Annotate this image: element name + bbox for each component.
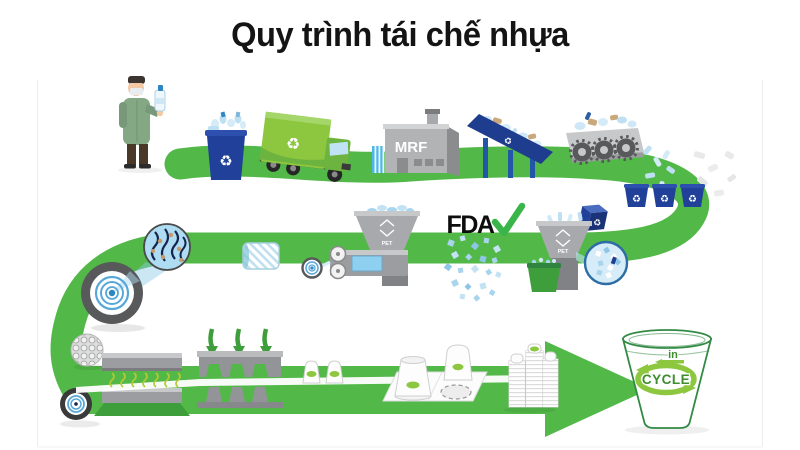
sheet-roll (81, 262, 145, 332)
cutout-hole (440, 384, 472, 400)
shredder-machine: PET (527, 211, 629, 292)
formed-cup (443, 344, 473, 381)
sorting-conveyor (566, 112, 644, 165)
recycle-icon: ♻ (632, 194, 641, 205)
infeed-conveyor: ♻ (467, 114, 553, 178)
finished-cup: in CYCLE (621, 329, 713, 435)
extruder-machine: PET (301, 205, 420, 286)
logo-in-text: in (668, 349, 678, 361)
gear-icon (591, 137, 617, 163)
recycle-icon: ♻ (688, 194, 697, 205)
consumer-figure (118, 76, 166, 173)
fda-label: FDA (447, 211, 495, 239)
recycle-icon: ♻ (219, 153, 232, 170)
bin: ♻ (652, 184, 677, 207)
cup-stack (508, 353, 526, 408)
face-mask (130, 88, 143, 95)
recycle-triangle-icon (555, 229, 571, 247)
inverted-cup (394, 356, 432, 401)
frame-lines (37, 80, 763, 448)
cup-stacks (504, 343, 559, 413)
gear-icon (569, 139, 595, 165)
curbside-bin: ♻ (205, 111, 247, 180)
pet-flakes-scatter (443, 235, 502, 302)
logo-cycle-text: CYCLE (642, 372, 690, 387)
recycle-triangle-icon (379, 219, 395, 237)
formed-cup (302, 360, 321, 384)
pet-label: PET (558, 249, 569, 255)
recycle-icon: ♻ (502, 135, 514, 148)
film-spool-small (301, 257, 323, 279)
bin: ♻ (624, 184, 649, 207)
polymer-magnifier (120, 223, 191, 296)
cup-stack (542, 351, 559, 408)
plastic-scraps (693, 151, 737, 197)
thermoforming-press (197, 328, 283, 377)
fda-logo: FDA (447, 202, 526, 239)
incycle-logo: in CYCLE (635, 348, 697, 396)
extruder-window (351, 255, 383, 272)
sorted-bins: ♻ ♻ ♻ (624, 184, 705, 207)
flake-magnifier (583, 240, 629, 286)
heat-waves-icon (109, 372, 181, 388)
pellet-ball (70, 333, 106, 370)
gear-icon (613, 135, 639, 161)
recycle-icon: ♻ (660, 194, 669, 205)
checkmark-icon (491, 202, 526, 237)
oven-platform (94, 403, 190, 416)
recycle-icon: ♻ (592, 217, 602, 228)
thermoforming-press-bottom (102, 387, 283, 408)
bin: ♻ (680, 184, 705, 207)
flow-arrowhead (545, 341, 650, 437)
water-bottle (154, 85, 166, 112)
trim-station (382, 344, 488, 402)
sheet-bale (242, 242, 280, 270)
recycle-icon: ♻ (285, 135, 301, 154)
takeup-rollers (329, 245, 347, 280)
loading-dock (372, 146, 384, 173)
page-title: Quy trình tái chế nhựa (231, 16, 569, 54)
pet-label: PET (382, 241, 393, 247)
flake-bin (527, 257, 561, 292)
heating-oven (102, 353, 182, 388)
feed-roll (60, 388, 100, 428)
cup-stack (525, 343, 544, 408)
mrf-building: MRF (372, 109, 459, 176)
collection-truck: ♻ (259, 111, 352, 182)
mrf-label: MRF (395, 139, 428, 156)
formed-cup (325, 360, 344, 384)
formed-cups (302, 360, 344, 384)
